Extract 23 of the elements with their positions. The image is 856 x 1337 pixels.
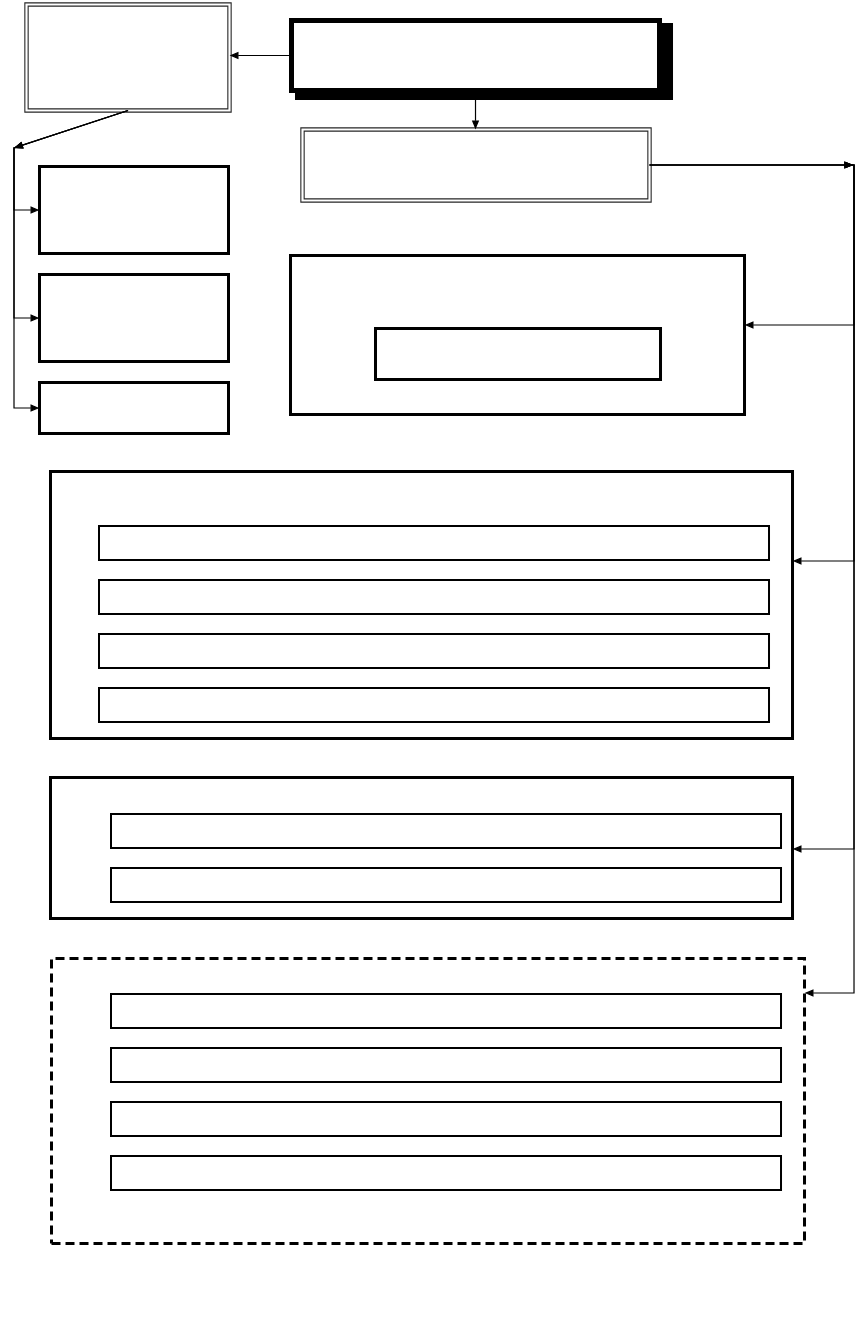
dashed-container-box — [50, 957, 806, 1245]
shadow-box — [289, 18, 673, 100]
arrow — [13, 109, 129, 412]
bar-box — [110, 813, 782, 849]
double-border-box — [24, 2, 232, 113]
arrow — [648, 161, 855, 997]
container-box — [49, 470, 794, 740]
box — [38, 165, 230, 255]
bar-box — [110, 993, 782, 1029]
box — [38, 381, 230, 435]
double-border-box — [300, 127, 652, 203]
box — [38, 273, 230, 363]
bar-box — [98, 525, 770, 561]
container-box — [289, 254, 746, 416]
bar-box — [110, 1101, 782, 1137]
bar-box — [110, 1155, 782, 1191]
bar-box — [110, 867, 782, 903]
container-box — [49, 776, 794, 920]
bar-box — [98, 579, 770, 615]
bar-box — [98, 633, 770, 669]
inner-box — [374, 327, 662, 381]
bar-box — [98, 687, 770, 723]
bar-box — [110, 1047, 782, 1083]
